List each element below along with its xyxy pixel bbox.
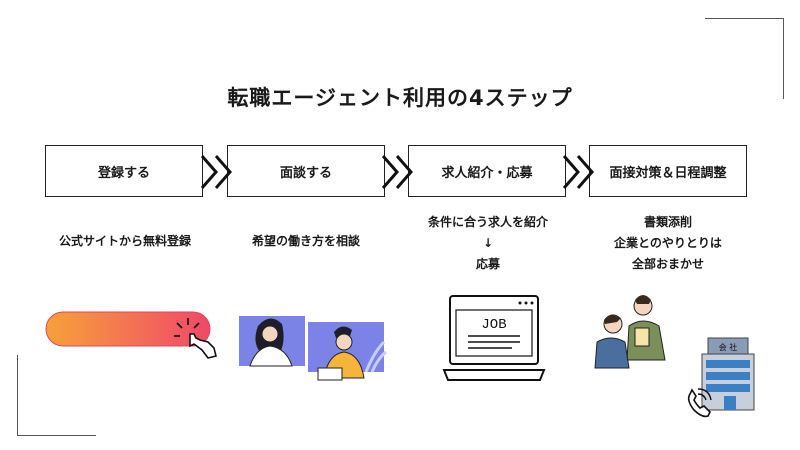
company-building-illustration: 会 社 [687, 337, 755, 418]
step-1-label: 登録する [97, 165, 150, 181]
phone-icon [687, 388, 711, 418]
step-2-label: 面談する [279, 165, 332, 181]
step-1-description-line: 公式サイトから無料登録 [58, 234, 191, 248]
step-2-box: 面談する [227, 145, 385, 197]
step-3-label: 求人紹介・応募 [441, 165, 533, 181]
step-3-box: 求人紹介・応募 [408, 145, 566, 197]
step-4-box: 面接対策＆日程調整 [589, 145, 747, 197]
laptop-screen-text: JOB [481, 317, 506, 333]
decorative-corner-top-right [705, 18, 784, 99]
video-call-illustration [239, 316, 387, 381]
chevron-right-icon [200, 155, 232, 189]
register-button-illustration [45, 311, 217, 359]
hand-cursor-icon [174, 318, 217, 359]
step-1-box: 登録する [45, 145, 203, 197]
down-arrow-icon: ↓ [482, 236, 494, 250]
step-3-description-line: 応募 [475, 257, 500, 271]
step-1-description: 公式サイトから無料登録 [40, 231, 210, 252]
chevron-right-icon [381, 155, 413, 189]
step-4-description: 書類添削 企業とのやりとりは 全部おまかせ [583, 212, 753, 275]
step-4-description-line: 企業とのやりとりは [614, 236, 722, 250]
decorative-corner-bottom-left [17, 355, 96, 436]
laptop-job-illustration: JOB [442, 295, 546, 381]
page-title: 転職エージェント利用の4ステップ [227, 86, 573, 110]
step-2-description-line: 希望の働き方を相談 [251, 234, 360, 248]
interview-illustration [594, 295, 666, 369]
step-3-description: 条件に合う求人を紹介 ↓ 応募 [403, 212, 573, 275]
step-3-description-line: 条件に合う求人を紹介 [427, 215, 548, 229]
step-4-description-line: 書類添削 [643, 215, 692, 229]
chevron-right-icon [562, 155, 594, 189]
building-sign: 会 社 [719, 342, 738, 352]
step-2-description: 希望の働き方を相談 [221, 231, 391, 252]
step-4-label: 面接対策＆日程調整 [609, 165, 727, 181]
step-4-description-line: 全部おまかせ [631, 257, 704, 271]
